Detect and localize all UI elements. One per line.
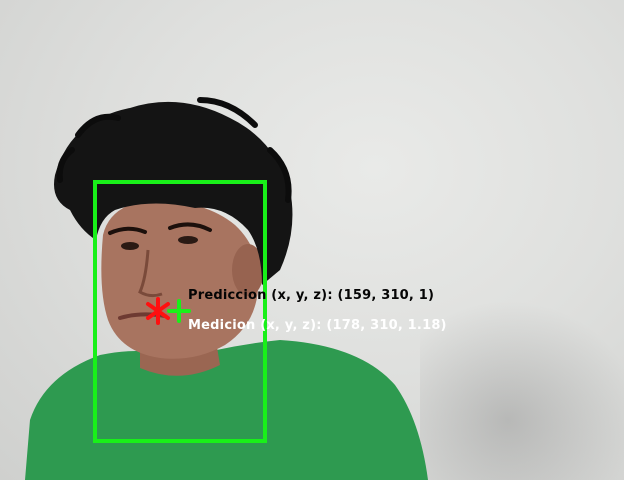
plus-marker-icon [167, 299, 191, 323]
prediction-label: Prediccion (x, y, z): (159, 310, 1) [188, 288, 435, 303]
nose [138, 249, 163, 298]
wall-shadow [420, 300, 624, 480]
asterisk-marker-icon [146, 297, 170, 325]
face-bounding-box [93, 180, 267, 443]
green-shirt [25, 340, 428, 480]
hair-curls [56, 97, 292, 203]
left-eye [121, 242, 139, 250]
hair [54, 101, 293, 286]
right-eye [178, 236, 198, 244]
face [101, 200, 259, 359]
measurement-label: Medicion (x, y, z): (178, 310, 1.18) [188, 318, 447, 333]
eyebrows [108, 222, 212, 235]
ear [232, 244, 264, 296]
